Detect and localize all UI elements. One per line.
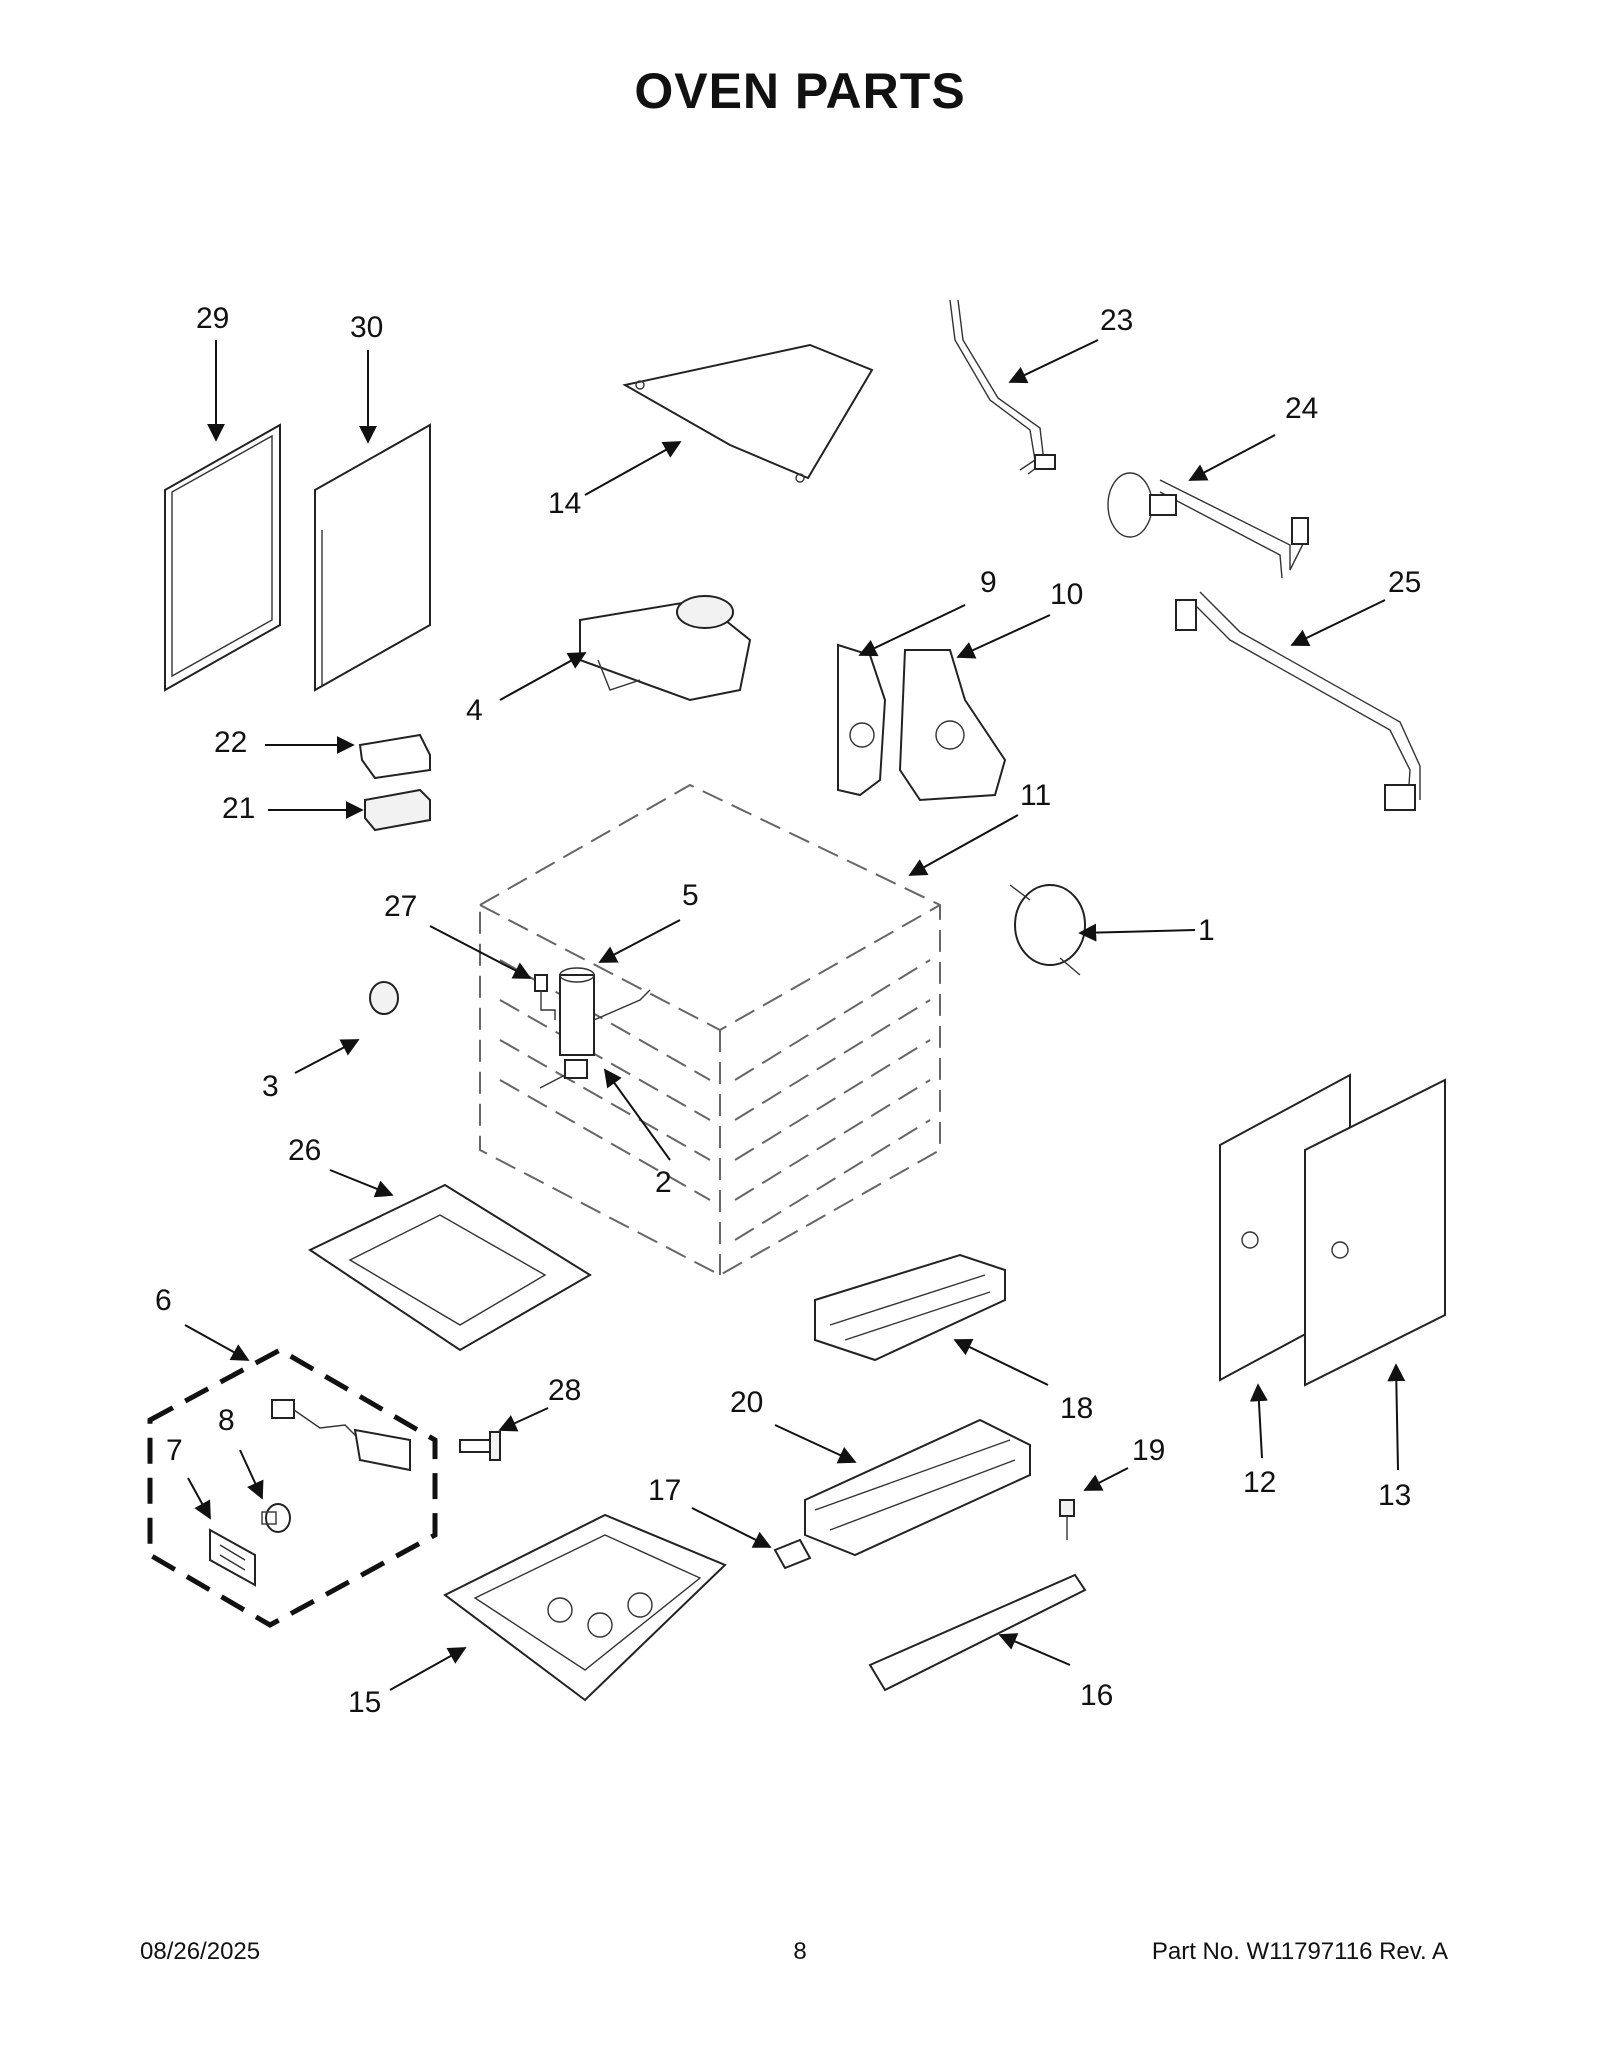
callout-5: 5: [682, 879, 699, 912]
footer-date: 08/26/2025: [140, 1938, 261, 1965]
callout-2: 2: [655, 1166, 672, 1199]
callout-29: 29: [196, 302, 229, 335]
callout-26: 26: [288, 1134, 321, 1167]
callout-6: 6: [155, 1284, 172, 1317]
callout-9: 9: [980, 566, 997, 599]
page-title: OVEN PARTS: [634, 63, 966, 119]
part-13-back-panel: [1304, 1078, 1446, 1387]
part-22-bracket: [358, 733, 431, 780]
part-5-igniter: [559, 967, 651, 1056]
part-28-fastener: [459, 1431, 501, 1461]
footer-part-number: Part No. W11797116 Rev. A: [1151, 1938, 1448, 1965]
part-17-clip: [773, 1538, 812, 1570]
part-18-heating-element: [814, 1253, 1006, 1362]
callout-17: 17: [648, 1474, 681, 1507]
footer-page-number: 8: [793, 1938, 807, 1965]
part-7-lens: [209, 1528, 256, 1587]
part-6-light-assembly-group: [147, 1347, 438, 1628]
part-25-tube: [1175, 591, 1421, 811]
callout-30: 30: [350, 311, 383, 344]
part-9-hinge-bracket: [837, 643, 887, 797]
callout-1: 1: [1198, 914, 1215, 947]
part-4-valve-assembly: [579, 595, 752, 702]
light-socket: [271, 1399, 411, 1472]
part-11-oven-cavity: [479, 783, 941, 1277]
callout-10: 10: [1050, 578, 1083, 611]
part-29-side-panel: [164, 423, 281, 692]
callout-28: 28: [548, 1374, 581, 1407]
callout-12: 12: [1243, 1466, 1276, 1499]
callout-18: 18: [1060, 1392, 1093, 1425]
callout-3: 3: [262, 1070, 279, 1103]
callout-7: 7: [166, 1434, 183, 1467]
callout-21: 21: [222, 792, 255, 825]
callout-25: 25: [1388, 566, 1421, 599]
part-21-insulation-block: [364, 788, 431, 832]
part-27-screw: [534, 974, 556, 1020]
callout-19: 19: [1132, 1434, 1165, 1467]
callout-8: 8: [218, 1404, 235, 1437]
callout-23: 23: [1100, 304, 1133, 337]
callout-11: 11: [1020, 779, 1051, 812]
callout-22: 22: [214, 726, 247, 759]
part-15-broiler-pan: [443, 1513, 727, 1702]
callout-20: 20: [730, 1386, 763, 1419]
part-26-tray: [307, 1183, 592, 1352]
part-10-hinge-bracket: [898, 649, 1007, 802]
callout-27: 27: [384, 890, 417, 923]
callout-14: 14: [548, 487, 581, 520]
part-8-bulb: [261, 1503, 291, 1533]
part-24-tube: [1107, 472, 1309, 579]
part-16-rail: [868, 1573, 1087, 1692]
part-19-screw: [1059, 1499, 1075, 1540]
callout-labels: 1 2 3 4 5 6 7 8 9 10 11 12 13 14 15 16 1…: [155, 302, 1421, 1719]
part-30-side-panel: [314, 423, 431, 692]
callout-24: 24: [1285, 392, 1318, 425]
callout-15: 15: [348, 1686, 381, 1719]
part-3-knob: [369, 981, 399, 1015]
part-14-bracket-plate: [622, 343, 874, 483]
callout-4: 4: [466, 694, 483, 727]
part-23-gas-tube: [949, 299, 1056, 475]
part-2-probe: [539, 1059, 588, 1089]
part-20-heating-element: [804, 1418, 1031, 1557]
part-1-sensor: [1009, 884, 1086, 976]
callout-13: 13: [1378, 1479, 1411, 1512]
callout-leaders: [184, 339, 1406, 1691]
callout-16: 16: [1080, 1679, 1113, 1712]
